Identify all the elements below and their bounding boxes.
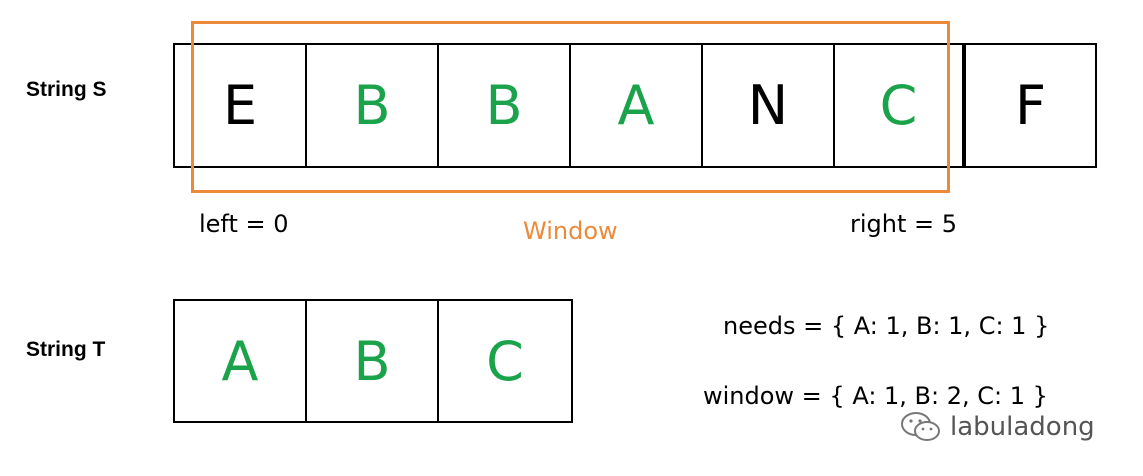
left-pointer-label: left = 0 <box>199 210 289 238</box>
string-s-cell-2: B <box>439 45 571 166</box>
string-s-cell-4: N <box>703 45 835 166</box>
watermark: labuladong <box>900 410 1095 444</box>
right-pointer-label: right = 5 <box>850 210 958 238</box>
string-t-cell-0: A <box>175 301 307 421</box>
string-s-cell-6: F <box>964 45 1095 166</box>
wechat-icon <box>901 412 940 441</box>
window-label: Window <box>523 217 618 245</box>
string-s-label: String S <box>26 78 107 101</box>
needs-map: needs = { A: 1, B: 1, C: 1 } <box>723 312 1050 340</box>
string-s-cell-3: A <box>571 45 703 166</box>
string-t-cell-2: C <box>486 329 524 393</box>
window-map: window = { A: 1, B: 2, C: 1 } <box>703 382 1048 410</box>
string-t-label: String T <box>26 338 106 361</box>
string-s-cell-0: E <box>175 45 307 166</box>
watermark-text: labuladong <box>950 412 1095 442</box>
string-t-cell-1: B <box>307 301 439 421</box>
window-box <box>191 21 950 193</box>
string-s-cell-5: C <box>835 45 964 166</box>
string-s-cell-1: B <box>307 45 439 166</box>
